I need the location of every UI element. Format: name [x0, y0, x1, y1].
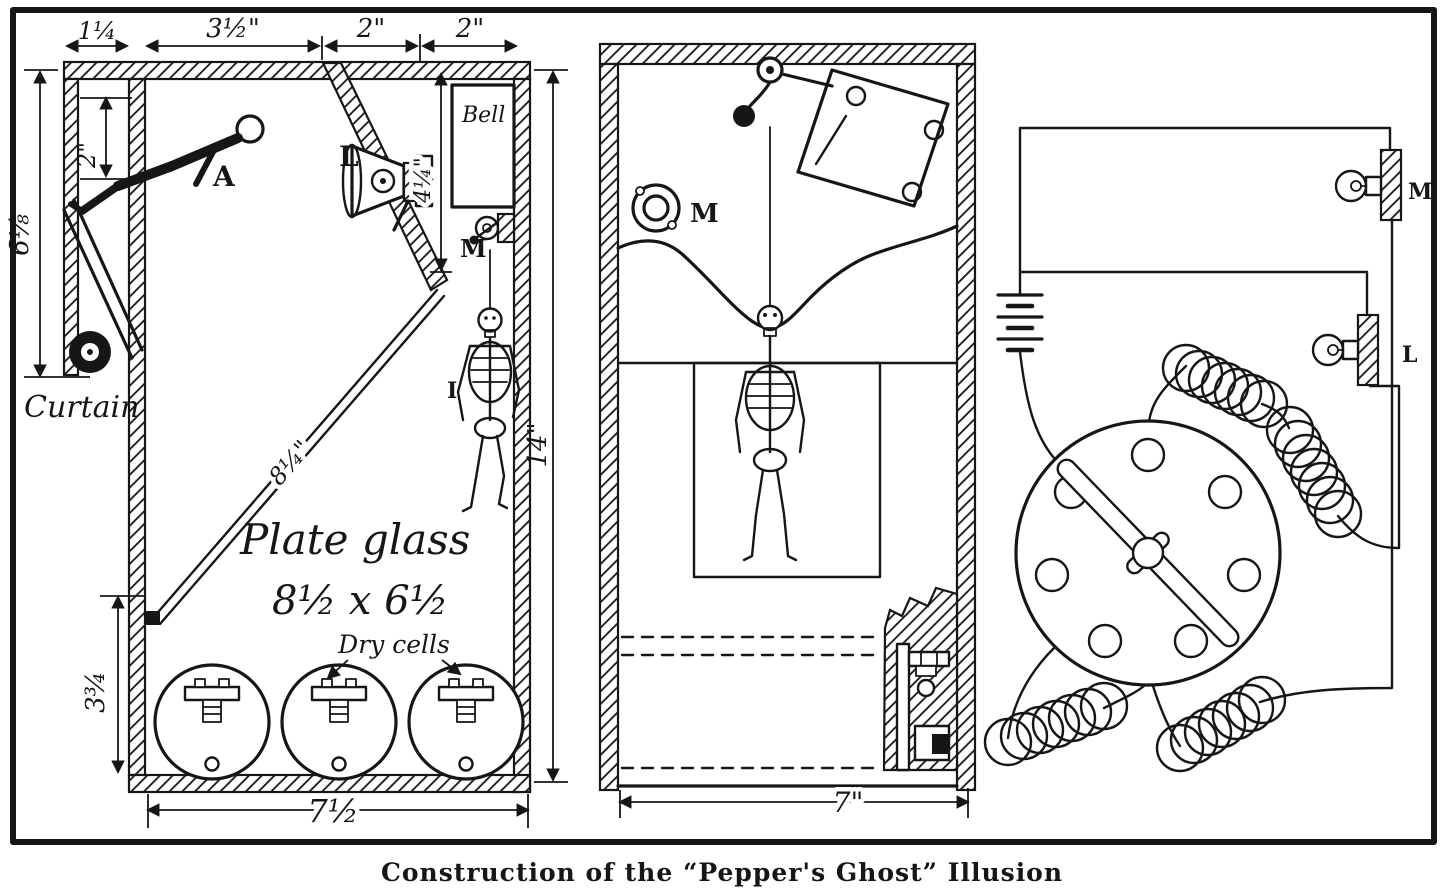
plate-glass-size-label: 8½ x 6½: [272, 578, 448, 624]
plate-glass-mirror: [145, 288, 446, 626]
dim-cell-height-label: 3¾: [81, 671, 111, 713]
rotating-arm: [1056, 458, 1240, 648]
glass-clamp: [145, 611, 160, 625]
dry-cells-leader-left: [326, 659, 349, 680]
wire-coil4-to-wheel: [1151, 684, 1182, 748]
wire-battery-to-wheel: [1018, 350, 1056, 460]
top-wall: [598, 42, 977, 66]
skeleton-side-view: [456, 307, 521, 513]
contact-stud: [1207, 474, 1243, 510]
wire-coil4-to-lamp-m: [1258, 218, 1394, 704]
dim-top-gap-label: 1¼: [78, 17, 117, 45]
curtain-label: Curtain: [24, 390, 139, 425]
magnet-block: [496, 212, 516, 244]
dim-width-label: 7": [833, 786, 864, 819]
dry-cell-1: [153, 663, 271, 781]
commutator-wheel: [1014, 419, 1282, 687]
lamp-m-assembly: [1334, 148, 1403, 222]
figure-border: [10, 7, 1437, 845]
coil-upper-left: [1161, 343, 1289, 429]
left-panel-dimensions: [24, 34, 568, 828]
curtain-assembly: [62, 198, 144, 373]
striker-ball: [733, 105, 755, 127]
wire-coil1-to-coil2: [1260, 402, 1291, 430]
skeleton-figure-label: I: [447, 378, 457, 404]
contact-stud: [1034, 557, 1070, 593]
contact-stud: [1087, 623, 1123, 659]
battery: [996, 293, 1044, 353]
performer-label: A: [212, 160, 236, 193]
lamp-l-label: L: [339, 140, 359, 173]
bell-label: Bell: [461, 103, 505, 128]
torn-curtain-edge: [616, 224, 959, 330]
dim-bell-drop-label: 4¼": [411, 157, 436, 203]
left-wall: [598, 62, 620, 792]
dim-right-height-label: 14": [523, 422, 553, 467]
sounder-board: [796, 68, 950, 208]
dry-cell-3: [407, 663, 525, 781]
top-wall: [62, 60, 532, 81]
lamp-l-assembly: [341, 143, 434, 232]
wire-battery-to-lamp-m: [1018, 126, 1392, 296]
contact-stud: [1173, 623, 1209, 659]
lower-magnet-block: [882, 586, 959, 772]
coil-lower-right: [1155, 675, 1287, 773]
gong-m-label: M: [690, 199, 719, 229]
skull: [756, 304, 784, 332]
dry-cells-label: Dry cells: [337, 630, 450, 659]
magnet-m-assembly: [469, 212, 516, 313]
contact-stud: [1226, 557, 1262, 593]
lamp-m-label: M: [1408, 179, 1432, 205]
dim-bottom-width-label: 7½: [307, 792, 358, 830]
performer-head: [235, 114, 265, 144]
wire-coil1-to-wheel: [1147, 364, 1188, 424]
dim-left-height-label: 6⅛: [5, 213, 35, 256]
lamp-l-label: L: [1402, 342, 1417, 368]
dim-top-right-label: 2": [455, 14, 485, 44]
bell-crank-mechanism: [733, 56, 950, 307]
left-panel-side-view: 1¼ 3½" 2" 2" 2" 6⅛ 4¼" 14" 8¼" 3¾ 7½ A L…: [5, 14, 568, 835]
middle-panel-front-view: M 7": [598, 42, 977, 824]
figure-caption: Construction of the “Pepper's Ghost” Ill…: [381, 858, 1063, 887]
wire-coil2-to-lamp-l: [1336, 384, 1401, 550]
contact-stud: [1130, 437, 1166, 473]
coil-upper-right: [1265, 405, 1363, 539]
coil-lower-left: [983, 681, 1129, 767]
bell-box: [450, 83, 516, 209]
skeleton-front-view: [734, 304, 806, 562]
lamp-l-bracket: [1356, 313, 1380, 387]
dry-cell-2: [280, 663, 398, 781]
wire-to-lamp-l: [1018, 270, 1369, 315]
dry-cells-leader-right: [441, 659, 462, 676]
performer-figure: [68, 114, 265, 215]
dim-top-stage-label: 3½": [206, 14, 260, 44]
gong-m: [631, 183, 681, 233]
dim-top-mid-label: 2": [356, 14, 386, 44]
lamp-l-assembly: [1311, 313, 1380, 387]
right-wall: [955, 62, 977, 792]
right-panel-circuit: M L: [983, 126, 1432, 773]
lamp-m-bracket: [1379, 148, 1403, 222]
plate-glass-label: Plate glass: [239, 515, 470, 564]
skull: [477, 307, 503, 333]
dim-upper-left-label: 2": [73, 142, 101, 169]
magnet-m-label: M: [460, 234, 487, 263]
wire-wheel-to-coil3: [1006, 646, 1056, 740]
viewing-window: [692, 361, 882, 579]
